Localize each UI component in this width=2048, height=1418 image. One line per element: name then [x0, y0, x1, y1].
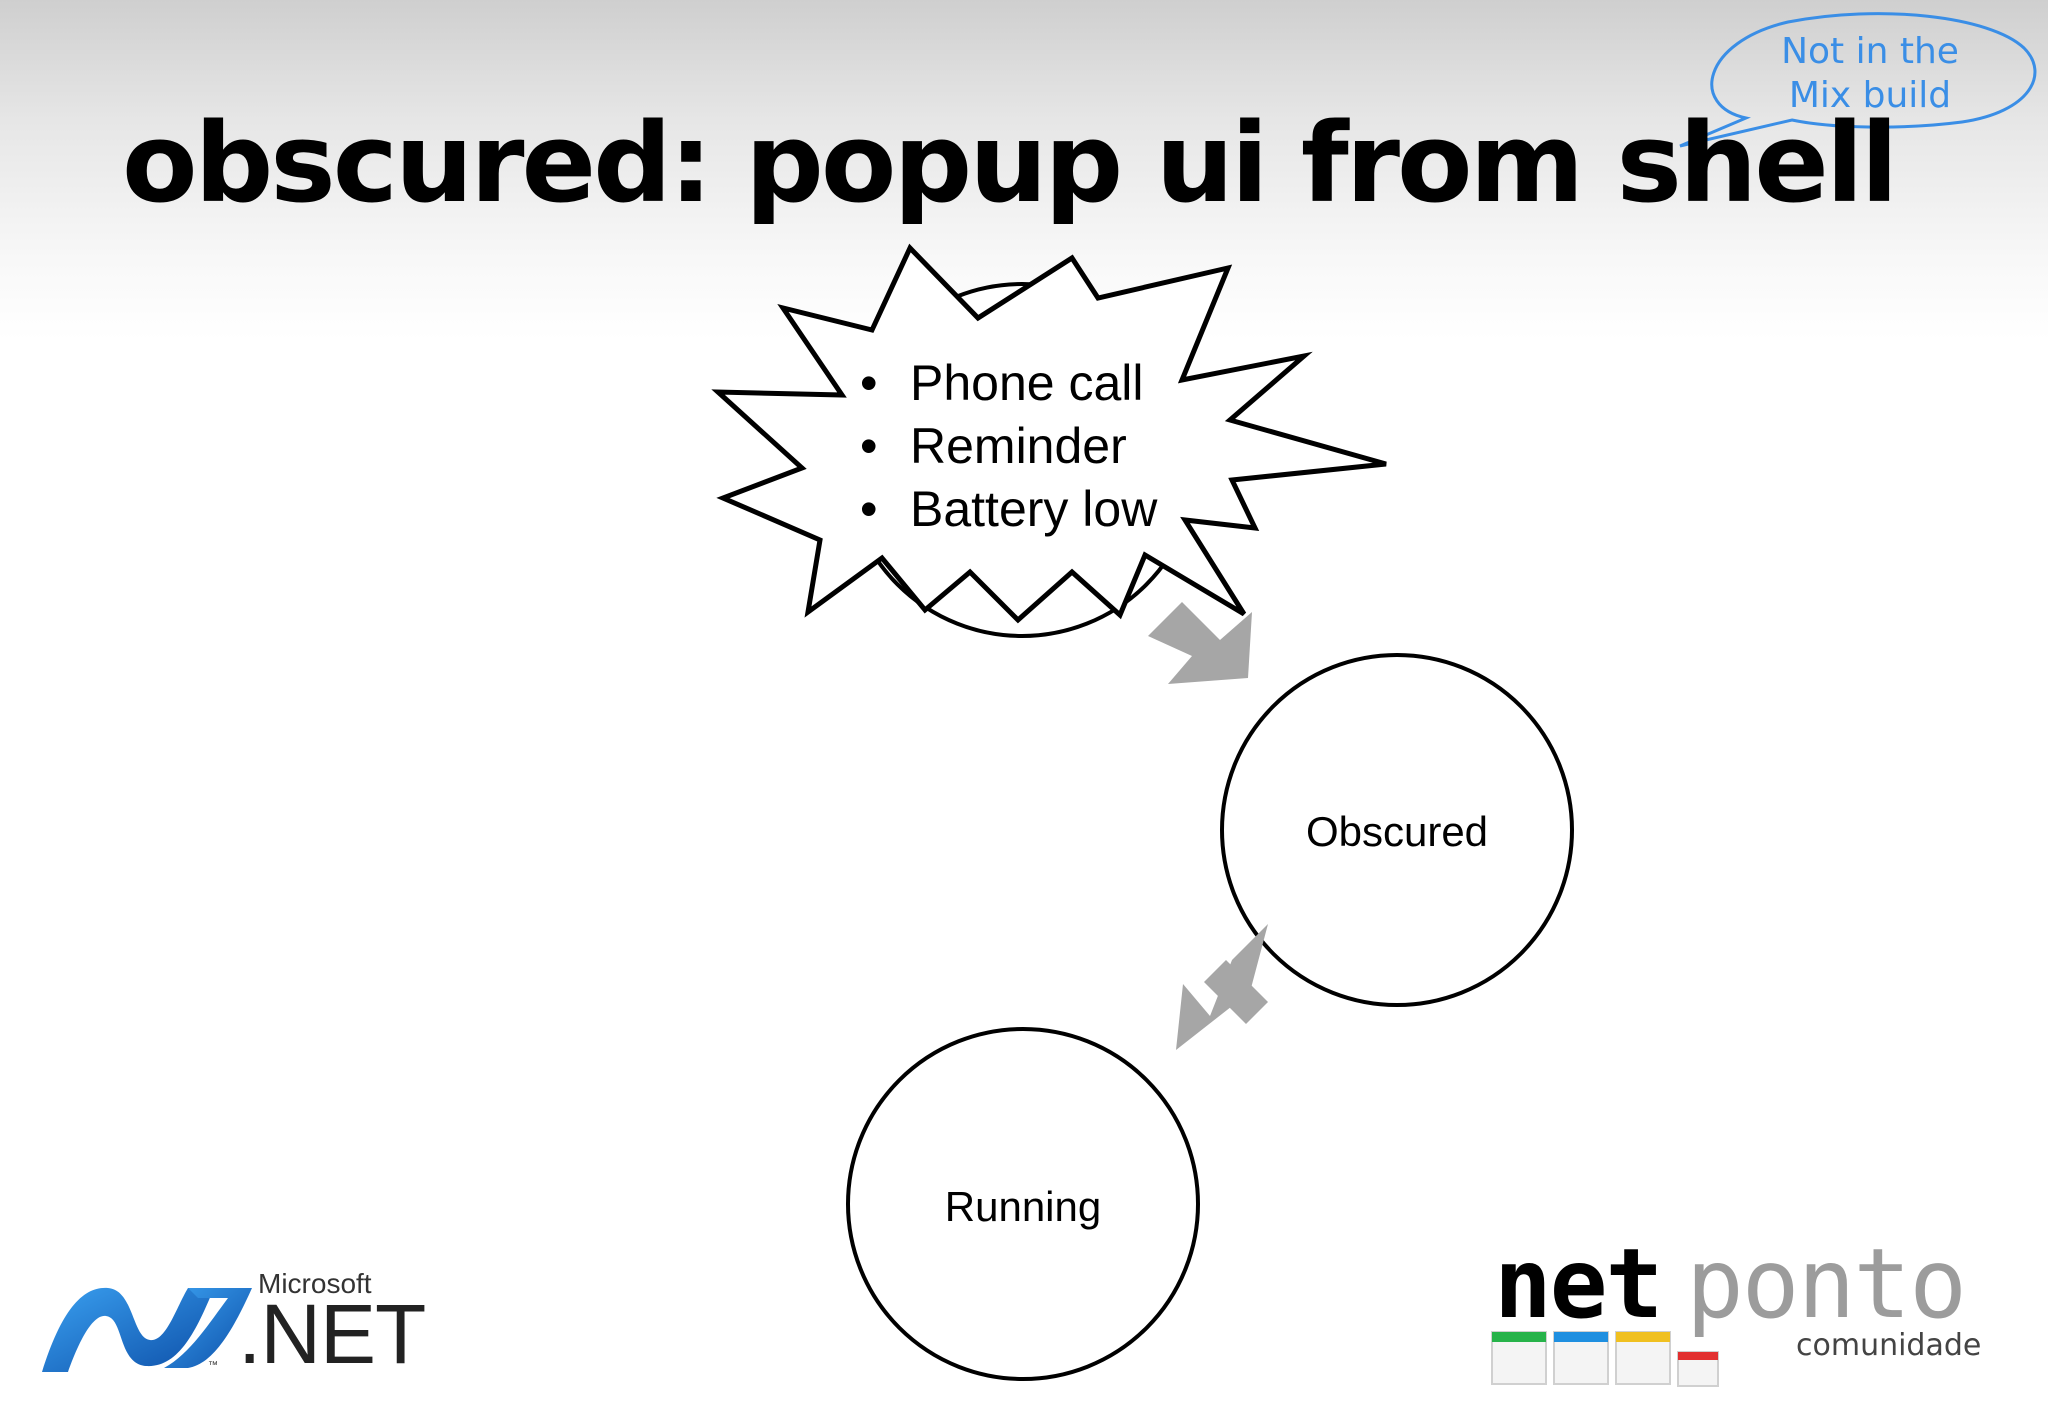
callout-note: Not in the Mix build [1740, 30, 2000, 118]
dotnet-wave-icon [42, 1287, 252, 1372]
netponto-part2: ponto [1686, 1228, 1967, 1340]
netponto-sub: comunidade [1796, 1328, 1982, 1363]
dotnet-brand: Microsoft [258, 1268, 372, 1299]
popup-item: Phone call [860, 352, 1157, 415]
obscured-state-circle [1220, 653, 1574, 1007]
netponto-part1: net [1494, 1228, 1663, 1340]
dotnet-name: .NET [238, 1287, 426, 1381]
obscured-label: Obscured [1305, 808, 1489, 855]
popup-item: Reminder [860, 415, 1157, 478]
callout-line-2: Mix build [1788, 75, 1952, 116]
popup-list: Phone call Reminder Battery low [860, 352, 1157, 541]
arrow-to-running-head [1204, 960, 1268, 1024]
arrow-to-obscured [1148, 602, 1252, 684]
dotnet-tm: ™ [208, 1360, 218, 1371]
dotnet-logo: Microsoft .NET ™ [38, 1268, 426, 1381]
netponto-logo: net ponto comunidade [1490, 1236, 2010, 1396]
callout-bubble-shape [1679, 12, 2037, 148]
running-label: Running [944, 1183, 1102, 1230]
slide-title: obscured: popup ui from shell [122, 99, 1898, 227]
running-state-circle [846, 1027, 1200, 1381]
popup-item: Battery low [860, 478, 1157, 541]
callout-line-1: Not in the [1781, 31, 1959, 72]
netponto-tiles-icon [1491, 1331, 1719, 1387]
